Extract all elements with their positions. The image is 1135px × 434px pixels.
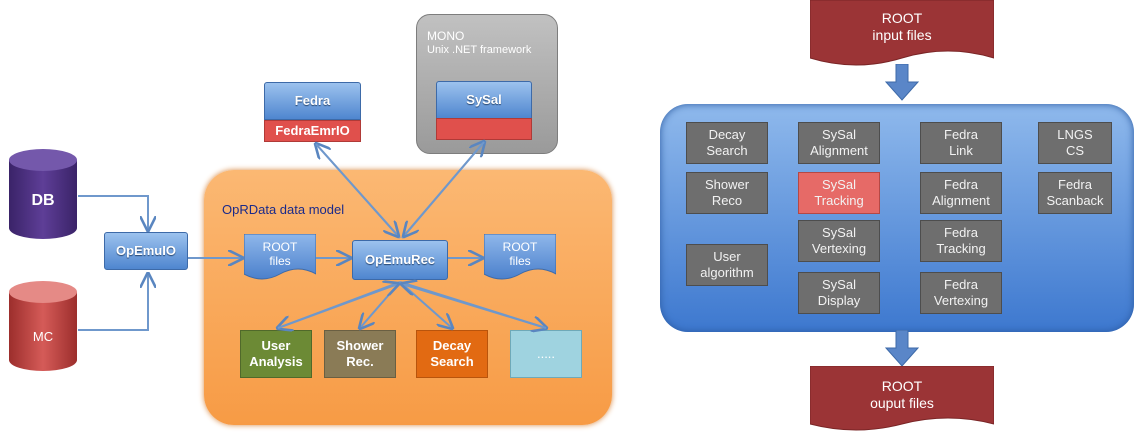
root-files-input: ROOT files [244, 234, 316, 282]
module-sysal-display: SySal Display [798, 272, 880, 314]
module-sysal-vertexing: SySal Vertexing [798, 220, 880, 262]
module-fedra-scanback: Fedra Scanback [1038, 172, 1112, 214]
db-cylinder [9, 149, 77, 239]
sysal-box: SySal [436, 81, 532, 119]
user-analysis-box: User Analysis [240, 330, 312, 378]
db-label: DB [31, 192, 55, 210]
module-fedra-alignment: Fedra Alignment [920, 172, 1002, 214]
opemurec-box: OpEmuRec [352, 240, 448, 280]
more-box: ..... [510, 330, 582, 378]
arrow-down-icon [884, 64, 920, 101]
fedra-emr-io-box: FedraEmrIO [264, 120, 361, 142]
module-user-algorithm: User algorithm [686, 244, 768, 286]
mono-title: MONO [427, 29, 465, 43]
module-lngs-cs: LNGS CS [1038, 122, 1112, 164]
fedra-box: Fedra [264, 82, 361, 120]
mono-subtitle: Unix .NET framework [427, 44, 532, 56]
root-input-files-label: ROOT input files [872, 10, 932, 43]
module-decay-search: Decay Search [686, 122, 768, 164]
mc-cylinder [9, 281, 77, 371]
module-sysal-tracking: SySal Tracking [798, 172, 880, 214]
root-output-files-label: ROOT ouput files [870, 378, 934, 411]
arrow-down-icon [884, 330, 920, 367]
root-output-files-shape [810, 366, 994, 431]
module-fedra-vertexing: Fedra Vertexing [920, 272, 1002, 314]
root-files-output: ROOT files [484, 234, 556, 282]
module-shower-reco: Shower Reco [686, 172, 768, 214]
root-input-files-shape [810, 0, 994, 66]
mc-label: MC [32, 329, 54, 345]
module-fedra-tracking: Fedra Tracking [920, 220, 1002, 262]
opemuio-box: OpEmuIO [104, 232, 188, 270]
module-sysal-alignment: SySal Alignment [798, 122, 880, 164]
data-model-title: OpRData data model [222, 202, 345, 217]
decay-search-box: Decay Search [416, 330, 488, 378]
module-fedra-link: Fedra Link [920, 122, 1002, 164]
data-model-panel [204, 170, 612, 425]
